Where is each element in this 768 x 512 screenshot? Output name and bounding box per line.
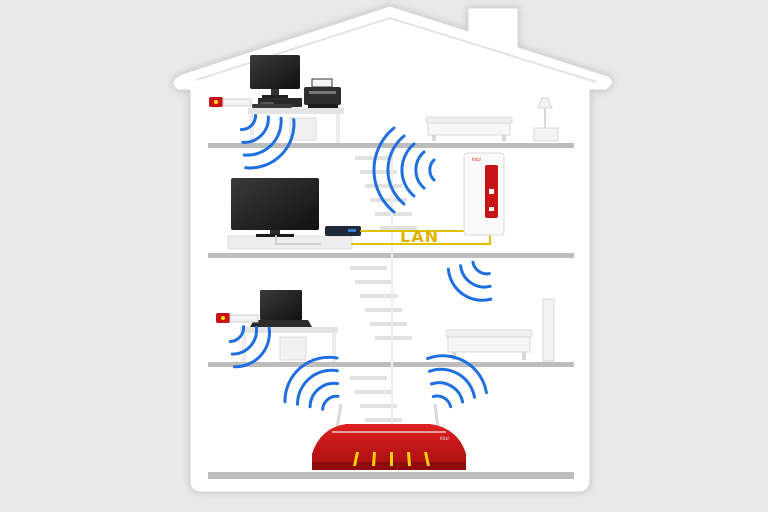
media-box-icon bbox=[325, 226, 361, 236]
router-status-leds bbox=[353, 452, 430, 466]
desk-lower-floor bbox=[240, 327, 338, 362]
usb-wlan-stick-icon-lower bbox=[216, 313, 259, 323]
wifi-waves-icon-repeater-down bbox=[446, 260, 493, 302]
flatscreen-tv-icon bbox=[231, 178, 319, 237]
laptop-icon bbox=[250, 290, 312, 327]
tv-stand bbox=[227, 235, 353, 250]
lan-label: LAN bbox=[400, 227, 439, 246]
printer-icon bbox=[304, 78, 341, 108]
wlan-router-icon: fritz! bbox=[312, 403, 466, 470]
desktop-monitor-icon bbox=[250, 55, 302, 107]
floor-top bbox=[208, 143, 574, 148]
keyboard-icon bbox=[252, 104, 292, 108]
table-lamp-icon bbox=[533, 97, 559, 142]
floor-ground bbox=[208, 472, 574, 479]
wifi-waves-icon-repeater-left bbox=[372, 126, 436, 214]
wifi-waves-icon-laptop bbox=[228, 325, 271, 369]
desk-top-floor bbox=[248, 108, 344, 143]
lan-cable bbox=[275, 230, 491, 245]
sofa-icon-lower bbox=[445, 329, 533, 360]
wifi-waves bbox=[228, 113, 493, 411]
usb-wlan-stick-icon-top bbox=[209, 97, 252, 107]
router-brand-text: fritz! bbox=[440, 436, 449, 441]
wifi-waves-icon-router-right bbox=[426, 354, 488, 409]
wlan-repeater-icon: fritz! bbox=[463, 152, 505, 236]
repeater-brand-text: fritz! bbox=[472, 157, 481, 162]
sofa-icon-top bbox=[425, 116, 513, 141]
floor-lamp-icon bbox=[542, 298, 555, 362]
